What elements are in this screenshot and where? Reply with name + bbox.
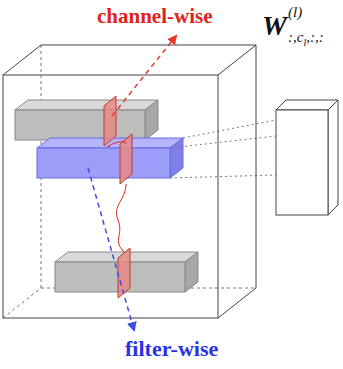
subscript-group: :,cl,:,:: [288, 30, 324, 45]
subscript: ,:,:: [306, 29, 324, 45]
subscript: :,c: [288, 29, 303, 45]
superscript: (l): [288, 5, 302, 20]
nested-subscript: l: [303, 37, 306, 48]
weight-symbol: W: [262, 12, 287, 40]
channel-label: channel-wise: [97, 6, 213, 27]
filter-label: filter-wise: [125, 338, 218, 360]
